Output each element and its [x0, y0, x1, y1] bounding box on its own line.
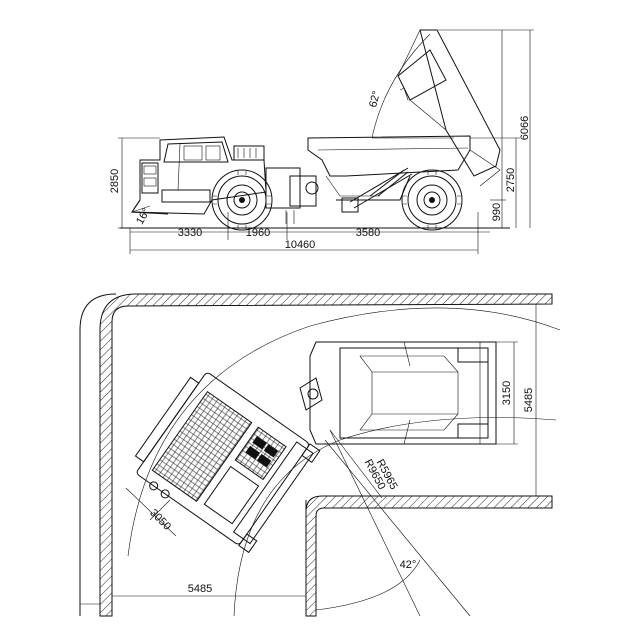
dump-angle-label: 62°	[367, 90, 383, 109]
aisle-bottom-label: 5485	[188, 583, 212, 595]
raised-dump-box	[369, 29, 501, 197]
front-frame	[131, 136, 267, 215]
ground-clearance-label: 990	[491, 203, 503, 221]
angle-front-label: 16°	[134, 206, 153, 226]
aisle-right-label: 5485	[523, 388, 535, 412]
rear-wheel	[401, 169, 463, 231]
segment-wheelbase-label: 1960	[246, 227, 270, 239]
inner-corner-wall	[305, 495, 553, 617]
body-width-label: 3150	[501, 381, 513, 405]
rear-body-top	[309, 341, 497, 445]
segment-rear-label: 3580	[356, 227, 380, 239]
front-frame-top	[134, 372, 321, 554]
articulation-angle-label: 42°	[400, 559, 417, 571]
side-view: 2850 16° 3330 1960 3580 10460 62° 6066 2…	[109, 29, 534, 254]
length-total-label: 10460	[285, 239, 316, 251]
machine-width-label: 3050	[147, 507, 173, 533]
front-wheel	[211, 169, 273, 231]
segment-front-label: 3330	[178, 227, 202, 239]
height-overall-label: 2850	[109, 169, 121, 193]
articulation-joint	[265, 167, 319, 224]
outer-wall	[99, 293, 553, 617]
turning-view: R5965 R9650 3150 5485 5485 3050 42°	[79, 293, 561, 617]
dump-height-label: 6066	[519, 116, 531, 140]
rear-body	[307, 135, 501, 213]
side-dimensions	[118, 29, 534, 254]
body-height-label: 2750	[505, 168, 517, 192]
